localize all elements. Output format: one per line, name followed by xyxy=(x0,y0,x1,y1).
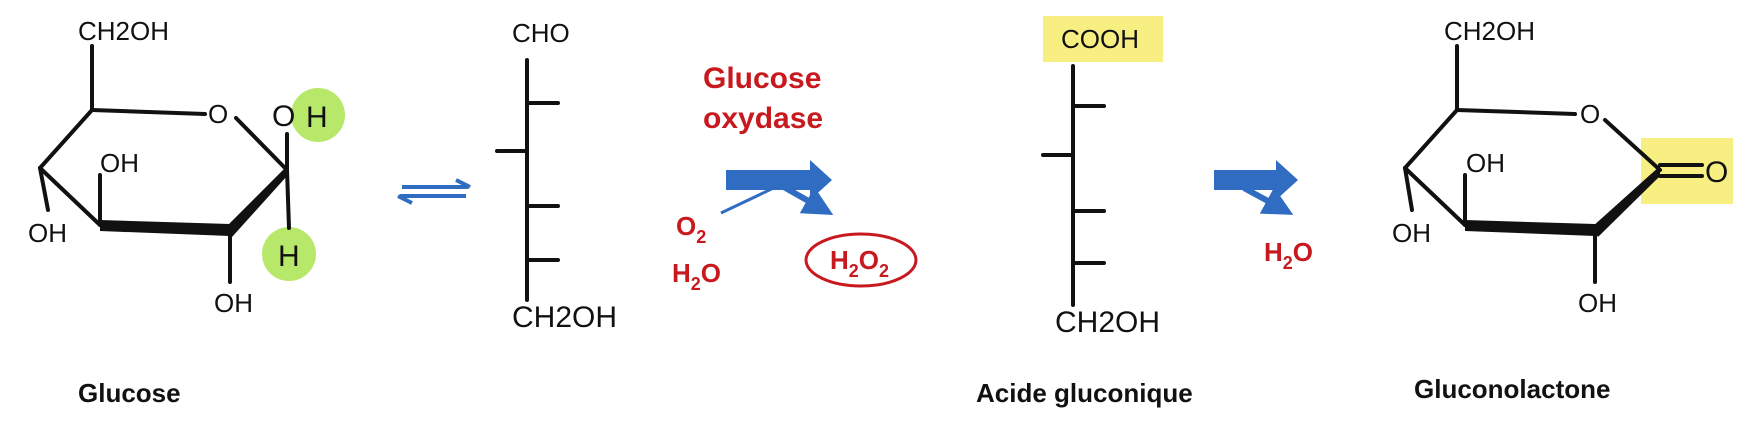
gluconolactone-oh-c2-label: OH xyxy=(1578,288,1617,318)
product-h2o2: H2O2 xyxy=(830,245,889,281)
ring-bond xyxy=(90,108,207,116)
c2-h-highlight xyxy=(262,227,316,281)
gluconolactone-caption: Gluconolactone xyxy=(1414,374,1610,404)
ring-bond xyxy=(1603,118,1662,172)
gluconolactone-oh-c4-label: OH xyxy=(1466,148,1505,178)
gluconolactone-oh-c3-label: OH xyxy=(1392,218,1431,248)
glucose-anomeric-o-label: O xyxy=(272,100,295,133)
glucose-structure: CH2OH O O H H OH OH OH xyxy=(28,16,345,318)
product-branch-arrow xyxy=(780,183,834,215)
anomeric-h-highlight xyxy=(291,88,345,142)
gluconic-ch2oh-label: CH2OH xyxy=(1055,306,1160,339)
equilibrium-arrows xyxy=(397,178,471,205)
ring-bond xyxy=(234,116,289,172)
substituent-bond xyxy=(1403,166,1414,212)
open-chain-glucose: CHO CH2OH xyxy=(495,18,617,334)
reactant-o2: O2 xyxy=(676,211,706,247)
glucose-oh-c2-label: OH xyxy=(214,288,253,318)
glucose-caption: Glucose xyxy=(78,378,181,408)
reactant-line xyxy=(720,182,783,215)
substituent-bond xyxy=(38,166,50,212)
gluconolactone-carbonyl-o-label: O xyxy=(1705,156,1728,189)
ring-bond xyxy=(1455,108,1577,116)
ring-bold-bond xyxy=(100,220,230,236)
glucose-ring-o-label: O xyxy=(208,99,228,129)
ring-bond xyxy=(1403,108,1459,170)
ring-bond xyxy=(38,108,94,170)
gluconic-acid-caption: Acide gluconique xyxy=(976,378,1193,408)
gluconic-cooh-label: COOH xyxy=(1061,24,1139,54)
lactonization-step: H2O xyxy=(1214,160,1313,273)
enzyme-name-line1: Glucose xyxy=(703,62,821,95)
water-release-arrow xyxy=(1242,185,1294,215)
gluconic-acid-structure: COOH CH2OH xyxy=(1041,16,1163,339)
gluconolactone-ch2oh-label: CH2OH xyxy=(1444,16,1535,46)
enzyme-step: Glucose oxydase O2 H2O H2O2 xyxy=(672,62,918,294)
released-h2o: H2O xyxy=(1264,237,1313,273)
ring-wedge-bond xyxy=(1592,166,1660,237)
ring-wedge-bond xyxy=(226,166,287,237)
glucose-c2-h-label: H xyxy=(278,240,300,273)
ring-bond xyxy=(1403,166,1467,227)
open-chain-ch2oh-label: CH2OH xyxy=(512,301,617,334)
enzyme-name-line2: oxydase xyxy=(703,102,823,135)
ring-bond xyxy=(38,166,102,227)
glucose-oh-c3-label: OH xyxy=(28,218,67,248)
reactant-h2o: H2O xyxy=(672,258,721,294)
block-arrow xyxy=(726,160,832,200)
glucose-anomeric-h-label: H xyxy=(306,101,328,134)
open-chain-cho-label: CHO xyxy=(512,18,570,48)
reverse-half-arrowhead xyxy=(397,194,413,205)
glucose-oh-c4-label: OH xyxy=(100,148,139,178)
cooh-highlight xyxy=(1043,16,1163,62)
gluconolactone-structure: CH2OH O O OH OH OH xyxy=(1392,16,1733,318)
forward-half-arrowhead xyxy=(455,178,471,189)
ring-bold-bond xyxy=(1465,220,1595,236)
h2o2-ellipse xyxy=(804,232,918,288)
glucose-ch2oh-label: CH2OH xyxy=(78,16,169,46)
gluconolactone-ring-o-label: O xyxy=(1580,99,1600,129)
substituent-bond xyxy=(285,168,291,230)
